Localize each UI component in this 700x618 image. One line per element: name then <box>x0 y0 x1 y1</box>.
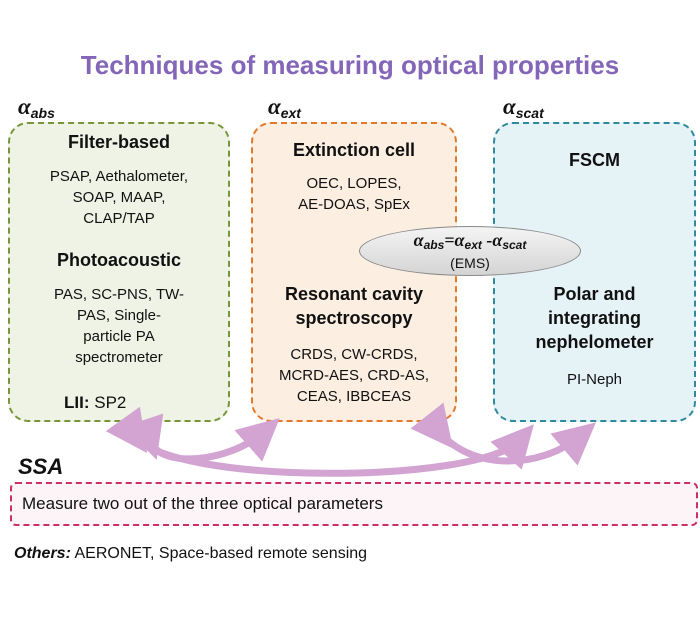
ems-equation: αabs=αext -αscat <box>413 230 527 252</box>
alpha-scat-label: αscat <box>503 94 544 121</box>
alpha-abs-label: αabs <box>18 94 55 121</box>
others-label: Others: <box>14 545 71 562</box>
fscm-heading: FSCM <box>569 150 620 170</box>
ssa-text: Measure two out of the three optical par… <box>22 494 383 513</box>
others-text: AERONET, Space-based remote sensing <box>74 545 368 562</box>
resonant-cavity-heading: Resonant cavity spectroscopy <box>284 284 424 328</box>
others-row: Others: AERONET, Space-based remote sens… <box>14 545 367 563</box>
arrow-abs-scat <box>105 406 535 477</box>
nephelometer-heading: Polar and integrating nephelometer <box>535 284 654 352</box>
ssa-label: SSA <box>18 454 64 479</box>
extinction-cell-heading: Extinction cell <box>292 140 416 160</box>
filter-based-heading: Filter-based <box>67 132 171 152</box>
absorption-methods-box <box>8 122 230 422</box>
filter-based-list: PSAP, Aethalometer, SOAP, MAAP, CLAP/TAP <box>49 168 189 227</box>
lii-label: LII: <box>64 393 90 412</box>
ssa-box <box>10 482 698 526</box>
resonant-cavity-list: CRDS, CW-CRDS, MCRD-AES, CRD-AS, CEAS, I… <box>278 346 429 405</box>
alpha-ext-label: αext <box>268 94 301 121</box>
photoacoustic-list: PAS, SC-PNS, TW- PAS, Single- particle P… <box>53 286 185 366</box>
extinction-cell-list: OEC, LOPES, AE-DOAS, SpEx <box>298 175 410 213</box>
pi-neph-text: PI-Neph <box>566 371 623 388</box>
photoacoustic-heading: Photoacoustic <box>56 250 181 270</box>
ems-equation-bubble: αabs=αext -αscat (EMS) <box>359 226 581 276</box>
arrow-ext-scat <box>410 402 597 466</box>
page-title: Techniques of measuring optical properti… <box>80 50 620 80</box>
ems-label: (EMS) <box>450 255 490 271</box>
